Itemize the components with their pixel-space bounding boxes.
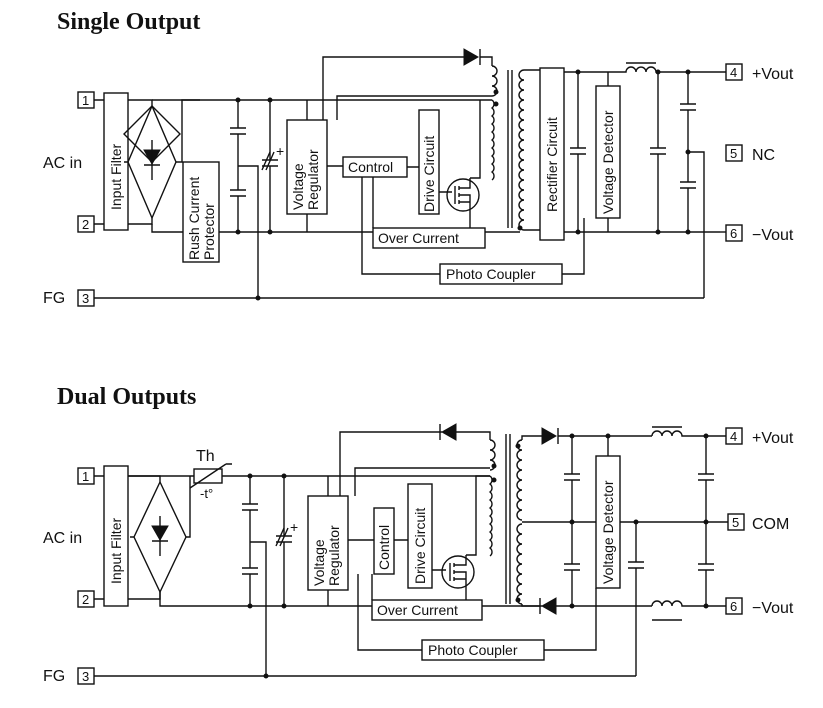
dual-pin-3: 3 — [82, 669, 89, 684]
single-out-minus: −Vout — [752, 227, 794, 244]
single-pin-3: 3 — [82, 291, 89, 306]
dual-th-temp: -t° — [200, 486, 213, 501]
dual-input-filter-label: Input Filter — [108, 518, 124, 584]
dual-voltage-detector-block — [595, 455, 621, 589]
single-input-filter-label: Input Filter — [108, 144, 124, 210]
single-output-title: Single Output — [57, 9, 200, 35]
dual-input-filter-block — [103, 465, 129, 607]
dual-secondary-winding-bottom — [516, 523, 523, 605]
dual-primary-winding — [488, 475, 493, 557]
single-cap-y1 — [230, 166, 246, 232]
single-rush-line2: Protector — [201, 203, 217, 260]
dual-control-block — [373, 507, 395, 575]
dual-inductor-top — [651, 430, 726, 437]
single-vreg-line2: Regulator — [305, 149, 321, 210]
single-transformer-core — [507, 70, 513, 228]
single-y-caps — [680, 72, 696, 232]
single-voltage-detector-block — [595, 85, 621, 219]
dual-cap-right-top — [698, 436, 714, 522]
dual-inductor-bottom — [651, 600, 726, 607]
single-fg-label: FG — [43, 290, 65, 307]
single-input-wires — [94, 99, 104, 225]
single-pin-5: 5 — [730, 146, 737, 161]
single-rectifier-label: Rectifier Circuit — [544, 117, 560, 212]
single-output-inductor — [620, 66, 726, 73]
single-rush-protector-block — [182, 161, 220, 263]
dual-over-current-label: Over Current — [377, 602, 458, 618]
dual-cap-right-bottom — [698, 522, 714, 606]
dual-fg-label: FG — [43, 668, 65, 685]
single-out-plus: +Vout — [752, 66, 794, 83]
single-vreg-line1: Voltage — [290, 163, 306, 210]
single-cap-x1 — [230, 100, 246, 166]
single-over-current-label: Over Current — [378, 230, 459, 246]
single-out-nc: NC — [752, 147, 775, 164]
dual-secondary-winding-top — [516, 439, 523, 521]
single-photo-coupler-label: Photo Coupler — [446, 266, 536, 282]
dual-pin-4-box — [725, 427, 743, 445]
dual-cap-plus: + — [290, 519, 298, 535]
dual-ac-in-label: AC in — [43, 530, 82, 547]
single-pin-4: 4 — [730, 65, 737, 80]
dual-pin-6: 6 — [730, 599, 737, 614]
single-pin-5-box — [725, 144, 743, 162]
dual-drive-label: Drive Circuit — [412, 508, 428, 584]
single-drive-label: Drive Circuit — [421, 136, 437, 212]
dual-voltage-regulator-block — [307, 495, 349, 591]
dual-outputs-title: Dual Outputs — [57, 384, 196, 410]
dual-mosfet-icon — [441, 555, 475, 589]
dual-photo-coupler-label: Photo Coupler — [428, 642, 518, 658]
single-over-current-block — [372, 227, 486, 249]
single-secondary-winding — [518, 69, 525, 231]
single-out-cap2 — [650, 72, 666, 232]
dual-neg-rail — [159, 592, 540, 607]
single-aux-diode-icon — [463, 48, 480, 66]
single-bridge-diamond — [127, 104, 177, 220]
dual-out-cap-bottom — [564, 522, 580, 606]
dual-drive-circuit-block — [407, 483, 433, 589]
dual-out-com: COM — [752, 516, 789, 533]
dual-fg-cap — [628, 522, 644, 676]
dual-out-cap-top — [564, 436, 580, 522]
single-pin-6-box — [725, 224, 743, 242]
single-primary-winding — [490, 99, 495, 181]
single-pin-6: 6 — [730, 226, 737, 241]
dual-pin-4: 4 — [730, 429, 737, 444]
dual-pin-5-box — [727, 513, 745, 531]
dual-vreg-line1: Voltage — [311, 539, 327, 586]
single-drive-circuit-block — [418, 109, 440, 215]
dual-aux-diode-icon — [440, 423, 457, 441]
dual-out-diode-top-icon — [541, 427, 558, 445]
single-control-label: Control — [348, 159, 393, 175]
dual-cap-x1 — [242, 476, 258, 542]
single-cap-plus: + — [276, 143, 284, 159]
single-pin-4-box — [725, 63, 743, 81]
dual-outputs-diagram: Dual Outputs AC in 1 2 FG 3 Input Filter… — [43, 384, 794, 685]
dual-out-diode-bottom-icon — [540, 597, 557, 615]
dual-out-minus: −Vout — [752, 600, 794, 617]
dual-transformer-core — [505, 434, 511, 604]
dual-out-plus: +Vout — [752, 430, 794, 447]
dual-pin-1: 1 — [82, 469, 89, 484]
dual-cap-y1 — [242, 542, 258, 606]
single-output-diagram: Single Output AC in 1 2 FG 3 Input Filte… — [43, 9, 794, 307]
dual-over-current-block — [371, 599, 483, 621]
single-pin-1: 1 — [82, 93, 89, 108]
dual-vreg-line2: Regulator — [326, 525, 342, 586]
single-ac-in-label: AC in — [43, 155, 82, 172]
dual-th-label: Th — [196, 448, 215, 465]
single-vdet-label: Voltage Detector — [600, 110, 616, 214]
single-rectifier-block — [539, 67, 565, 241]
dual-vdet-label: Voltage Detector — [600, 480, 616, 584]
dual-pin-6-box — [725, 597, 743, 615]
dual-control-label: Control — [376, 525, 392, 570]
single-mosfet-icon — [446, 178, 480, 212]
single-voltage-regulator-block — [286, 119, 328, 215]
dual-pin-5: 5 — [732, 515, 739, 530]
single-out-cap1 — [570, 72, 586, 232]
single-pin-2: 2 — [82, 217, 89, 232]
dual-pin-2: 2 — [82, 592, 89, 607]
single-rush-line1: Rush Current — [186, 177, 202, 260]
